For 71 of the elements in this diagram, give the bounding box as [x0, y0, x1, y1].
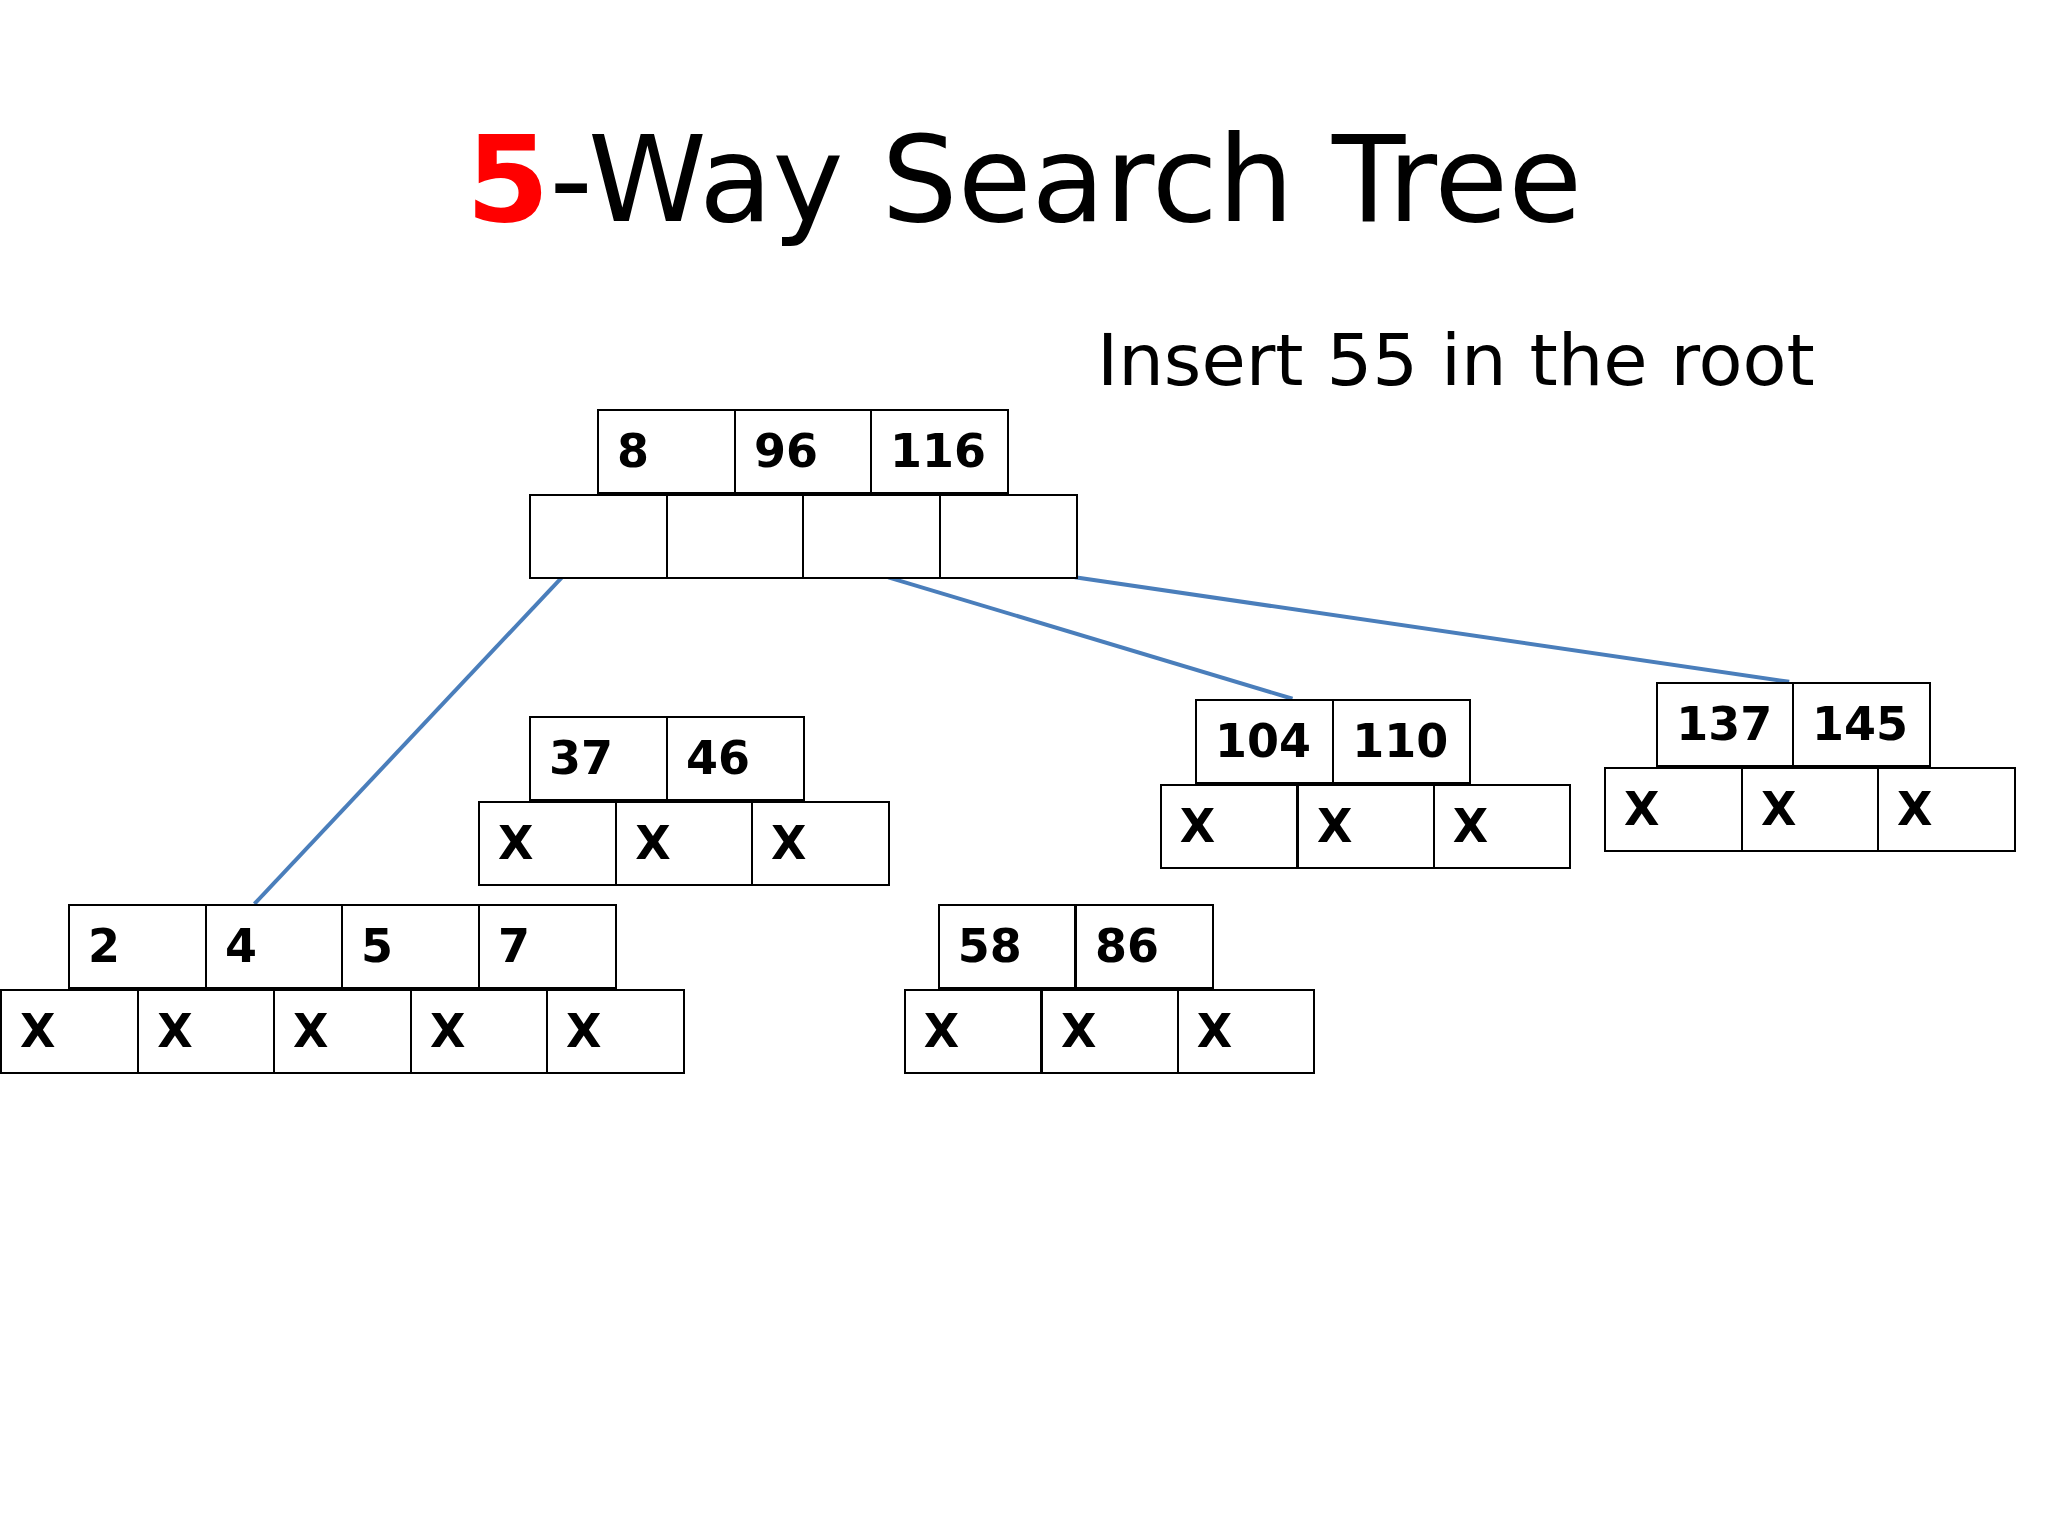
cell-value: X	[1896, 782, 1933, 837]
node-cell	[734, 408, 873, 494]
node-cell	[751, 800, 890, 886]
title: 5-Way Search Tree	[464, 110, 1583, 249]
cell-value: X	[292, 1004, 329, 1059]
node-cell	[410, 988, 549, 1074]
pointer-cell	[801, 493, 941, 579]
cell-value: 4	[225, 919, 258, 974]
node-cell	[937, 903, 1077, 989]
cell-value: 58	[957, 919, 1022, 974]
cell-value: 37	[548, 731, 613, 786]
cell-value: X	[157, 1004, 193, 1059]
node-cell	[1040, 988, 1180, 1074]
cell-value: 110	[1352, 714, 1449, 769]
cell-value: X	[1316, 799, 1353, 854]
cell-value: 5	[360, 919, 393, 974]
pointer-cell	[939, 493, 1078, 579]
node-cell	[137, 988, 276, 1074]
cell-value: 46	[686, 731, 751, 786]
node-cell	[869, 408, 1009, 494]
cell-value: X	[1196, 1004, 1233, 1059]
cell-value: 145	[1812, 697, 1909, 752]
node-cell	[903, 988, 1043, 1074]
node-cell	[0, 988, 139, 1074]
cell-value: X	[1060, 1004, 1097, 1059]
cell-value: 2	[87, 919, 120, 974]
cell-value: X	[565, 1004, 602, 1059]
node-cell	[1176, 988, 1316, 1074]
node-cell	[1432, 783, 1572, 869]
cell-value: X	[771, 816, 807, 871]
node-cell	[67, 903, 207, 989]
cell-value: X	[1623, 782, 1660, 837]
connector-line	[1074, 575, 1790, 684]
cell-value: X	[1452, 799, 1489, 854]
node-cell	[272, 988, 412, 1074]
node-cell	[1332, 698, 1471, 784]
cell-value: X	[1761, 782, 1797, 837]
node-cell	[1656, 681, 1795, 767]
node-cell	[1159, 783, 1299, 869]
cell-value: X	[1179, 799, 1216, 854]
cell-value: 7	[498, 919, 531, 974]
node-cell	[1792, 681, 1931, 767]
node-cell	[528, 715, 668, 801]
cell-value: 96	[754, 424, 819, 479]
cell-value: 116	[889, 424, 986, 479]
node-cell	[1876, 766, 2016, 852]
node-cell	[205, 903, 344, 989]
node-cell	[666, 715, 805, 801]
cell-value: 137	[1676, 697, 1773, 752]
node-cell	[1603, 766, 1743, 852]
node-cell	[1074, 903, 1214, 989]
node-cell	[478, 800, 617, 886]
pointer-cell	[666, 493, 805, 579]
cell-value: X	[430, 1004, 466, 1059]
node-cell	[615, 800, 754, 886]
node-cell	[478, 903, 617, 989]
node-cell	[340, 903, 480, 989]
cell-value: X	[20, 1004, 56, 1059]
cell-value: 8	[616, 424, 649, 479]
pointer-cell	[528, 493, 668, 579]
cell-value: X	[635, 816, 671, 871]
node-cell	[1195, 698, 1334, 784]
node-cell	[596, 408, 736, 494]
cell-value: 86	[1094, 919, 1159, 974]
cell-value: 104	[1215, 714, 1312, 769]
instruction-note: Insert 55 in the root	[1097, 318, 1815, 402]
node-cell	[545, 988, 685, 1074]
cell-value: X	[498, 816, 534, 871]
node-cell	[1296, 783, 1436, 869]
node-cell	[1741, 766, 1880, 852]
cell-value: X	[923, 1004, 960, 1059]
